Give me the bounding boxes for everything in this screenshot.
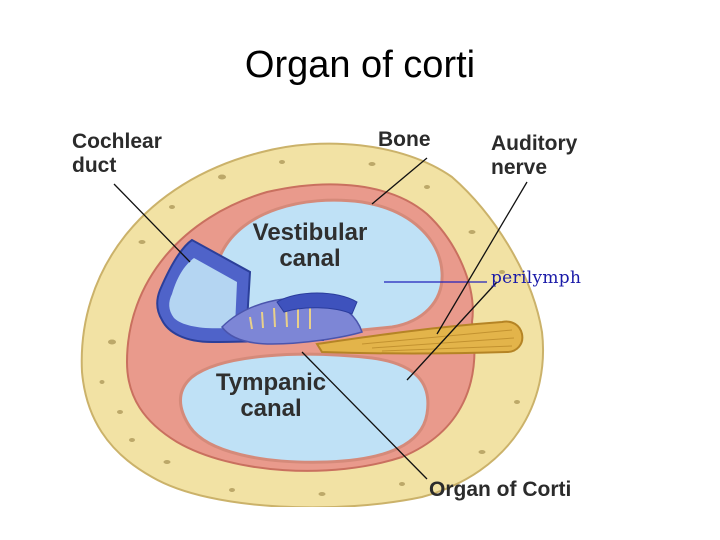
nerve-fibers [361, 329, 515, 352]
label-cochlear-duct: Cochlear duct [72, 130, 162, 177]
cochlear-duct-inner [169, 258, 237, 329]
tympanic-canal-shape [179, 352, 430, 464]
tectorial-membrane [276, 292, 358, 315]
label-vestibular-canal: Vestibular canal [252, 219, 368, 272]
auditory-nerve-shape [315, 320, 524, 355]
cochlea-illustration [80, 142, 544, 507]
hair-cells [249, 305, 311, 330]
cochlea-cross-section-figure: Cochlear duct Bone Auditory nerve Vestib… [72, 122, 612, 507]
label-perilymph: perilymph [491, 268, 582, 288]
label-tympanic-canal: Tympanic canal [215, 369, 327, 422]
label-organ-of-corti: Organ of Corti [429, 478, 572, 501]
leader-lines [113, 157, 528, 480]
label-bone: Bone [378, 128, 431, 151]
slide-title: Organ of corti [244, 44, 476, 86]
bone-speckles [99, 160, 520, 496]
organ-of-corti-shape [221, 297, 363, 345]
label-auditory-nerve: Auditory nerve [491, 132, 578, 179]
